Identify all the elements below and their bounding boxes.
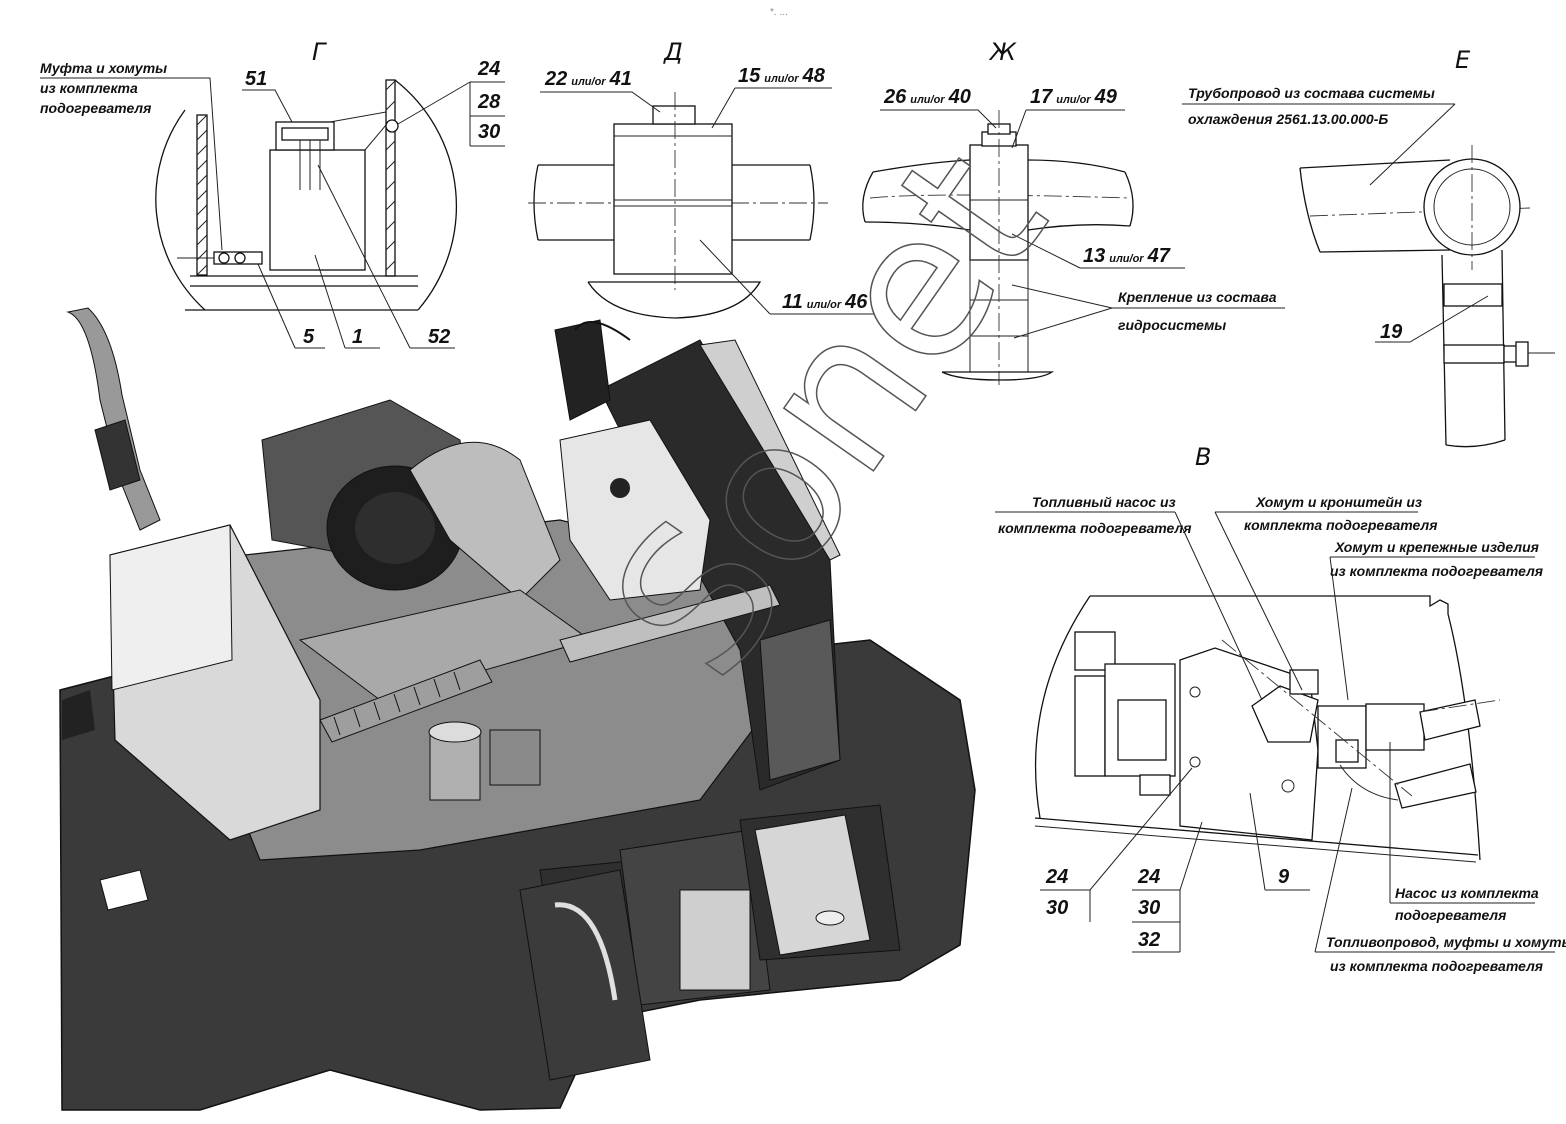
v-fuel-line2: из комплекта подогревателя — [1330, 958, 1543, 974]
heater-tank — [559, 419, 711, 601]
main-assembly — [59, 307, 976, 1111]
v-fuel-line1: Топливопровод, муфты и хомуты — [1326, 934, 1566, 950]
zh-mount-line2: гидросистемы — [1118, 317, 1226, 333]
label-30-g: 30 — [478, 121, 500, 143]
view-v-title: В — [1195, 443, 1211, 471]
view-g-note-line2: из комплекта — [40, 80, 138, 96]
v-fuel-pump-line1: Топливный насос из — [1032, 494, 1176, 510]
v-fuel-pump-line2: комплекта подогревателя — [998, 520, 1191, 536]
label-19: 19 — [1380, 321, 1403, 343]
label-9: 9 — [1278, 866, 1290, 888]
label-52: 52 — [428, 326, 450, 348]
v-clamp-bracket-line1: Хомут и кронштейн из — [1255, 494, 1422, 510]
label-32: 32 — [1138, 929, 1160, 951]
v-pump-line2: подогревателя — [1395, 907, 1506, 923]
view-d-title: Д — [663, 38, 683, 66]
corrugated-hose — [319, 659, 493, 743]
heater-unit — [679, 889, 751, 991]
label-24-g: 24 — [477, 58, 500, 80]
view-g-title: Г — [312, 38, 327, 66]
view-zh-title: Ж — [988, 38, 1017, 66]
e-pipe-line2: охлаждения 2561.13.00.000-Б — [1188, 111, 1388, 127]
e-pipe-line1: Трубопровод из состава системы — [1188, 85, 1435, 101]
label-30-va: 30 — [1046, 897, 1068, 919]
label-1: 1 — [352, 326, 363, 348]
v-clamp-fasteners-line1: Хомут и крепежные изделия — [1334, 539, 1539, 555]
view-e-title: Е — [1455, 46, 1471, 74]
label-24-vb: 24 — [1137, 866, 1160, 888]
label-51: 51 — [245, 68, 267, 90]
view-v: В Топливный насос из комплекта подогр — [995, 443, 1566, 974]
view-g-note-line3: подогревателя — [40, 100, 151, 116]
v-pump-line1: Насос из комплекта — [1395, 885, 1539, 901]
v-clamp-bracket-line2: комплекта подогревателя — [1244, 517, 1437, 533]
v-clamp-fasteners-line2: из комплекта подогревателя — [1330, 563, 1543, 579]
label-30-vb: 30 — [1138, 897, 1160, 919]
zh-mount-line1: Крепление из состава — [1118, 289, 1277, 305]
view-e: Е Трубопровод из состава системы охлажде… — [1182, 46, 1555, 448]
top-mark: *. ... — [770, 7, 788, 18]
view-g: Г Муфта и хомуты из комплекта подогреват… — [40, 38, 505, 349]
label-24-va: 24 — [1045, 866, 1068, 888]
view-g-note-line1: Муфта и хомуты — [40, 60, 167, 76]
label-28: 28 — [477, 91, 501, 113]
label-5: 5 — [303, 326, 315, 348]
